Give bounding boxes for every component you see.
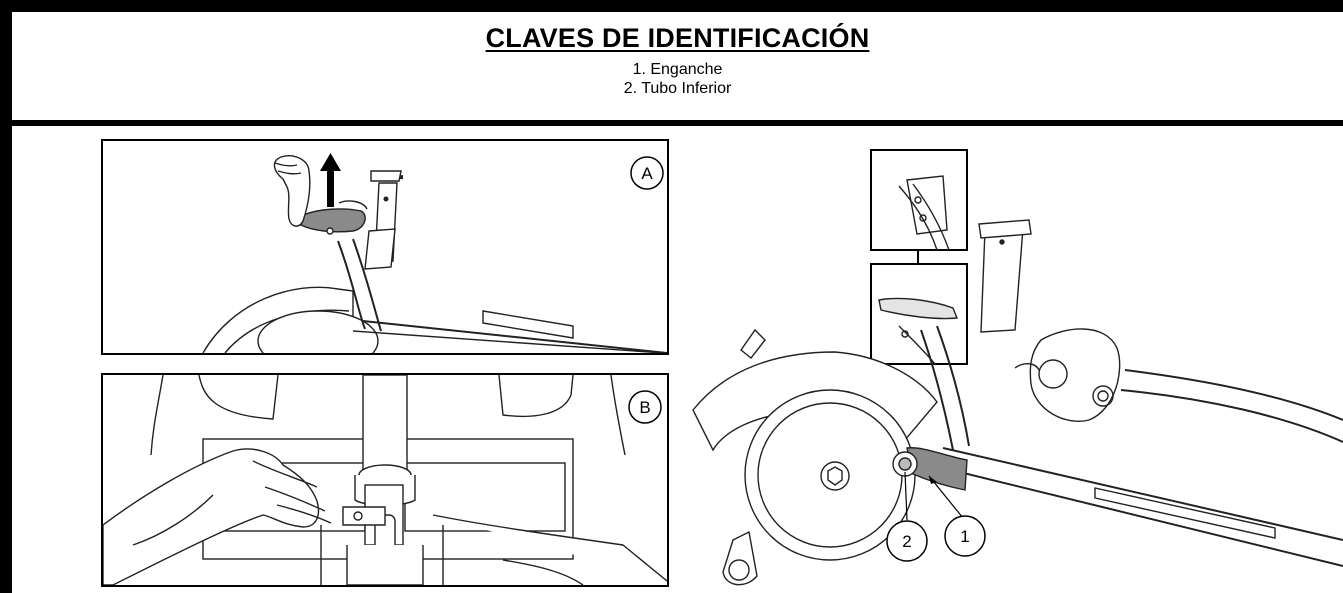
- detail-panel-b: B: [101, 373, 669, 587]
- panel-a-label-badge: A: [630, 156, 664, 190]
- panel-b-label-badge: B: [628, 390, 662, 424]
- callout-1-badge: 1: [944, 515, 986, 557]
- detail-panel-a: A: [101, 139, 669, 355]
- hand-releasing-latch-illustration: B: [103, 375, 667, 585]
- lift-arrow-icon: [320, 153, 341, 207]
- key-item-2: 2. Tubo Inferior: [623, 80, 732, 97]
- main-assembly-illustration: 2 1: [692, 149, 1343, 586]
- key-list: 1. Enganche 2. Tubo Inferior: [12, 60, 1343, 98]
- hand-lifting-latch-illustration: A: [202, 153, 667, 353]
- callout-2-label: 2: [902, 532, 911, 551]
- left-border: [0, 0, 12, 593]
- callout-2-badge: 2: [886, 520, 928, 562]
- panel-b-label: B: [639, 398, 650, 417]
- header-divider: [0, 120, 1343, 126]
- callout-1-label: 1: [960, 527, 969, 546]
- identification-keys-header: CLAVES DE IDENTIFICACIÓN 1. Enganche 2. …: [12, 12, 1343, 120]
- top-border: [0, 0, 1343, 12]
- page-title: CLAVES DE IDENTIFICACIÓN: [485, 23, 870, 53]
- key-item-1: 1. Enganche: [632, 61, 723, 78]
- panel-a-label: A: [641, 164, 653, 183]
